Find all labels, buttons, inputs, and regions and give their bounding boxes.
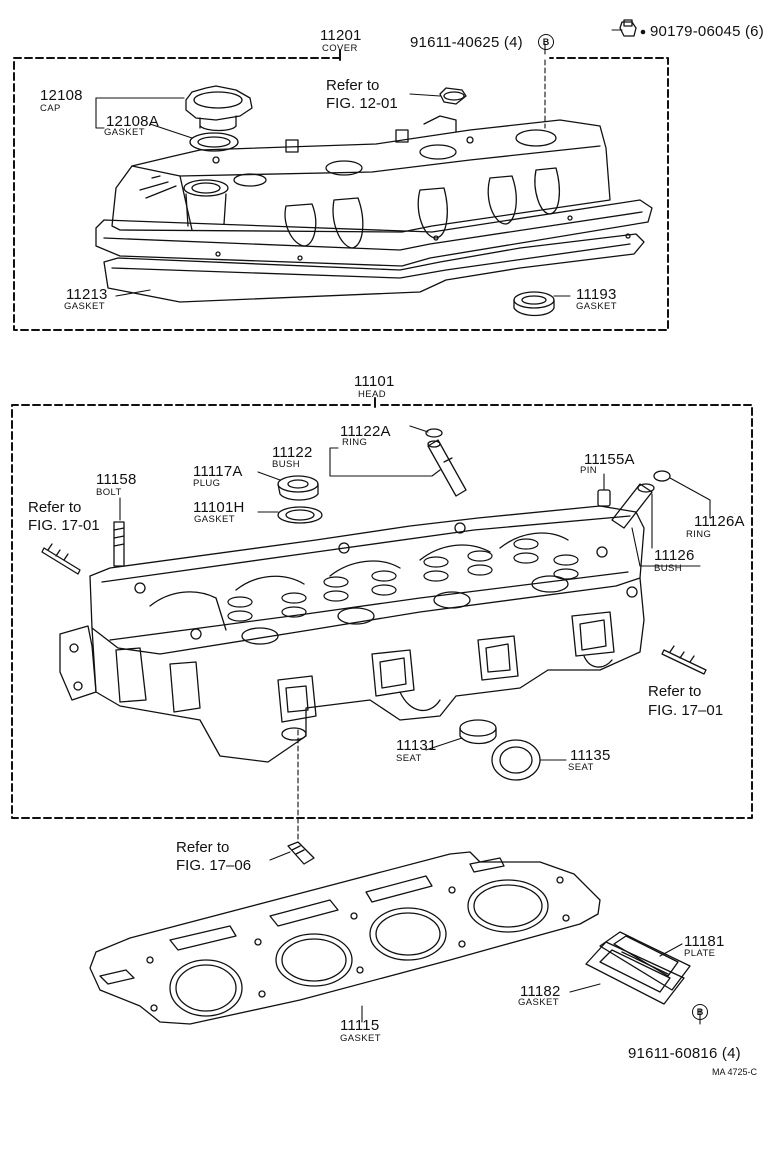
head-part-number: 11101 [354,373,395,390]
head-gasket [89,851,601,1025]
bush-11126-part-number: 11126 [654,547,695,564]
ring-11122a-part-number: 11122A [340,423,391,440]
cap-part-number: 12108 [40,87,83,104]
leader-lines [95,29,711,1025]
head-gasket-part-name: GASKET [340,1033,381,1044]
stud-left [41,543,81,575]
seat-11131 [459,719,497,745]
plug-part-name: PLUG [193,478,221,489]
cover-bolt-part-number: 91611-40625 (4) [410,34,523,51]
gasket-11101h [277,506,323,524]
seat-11131-part-number: 11131 [396,737,437,754]
head-gasket-part-number: 11115 [340,1017,380,1034]
ref-fig-17-06-line1: Refer to [176,839,230,856]
cap-gasket-part-number: 12108A [106,113,159,130]
nut-icon [619,19,646,37]
plug-part-number: 11117A [193,463,243,480]
cap-gasket-part-name: GASKET [104,127,145,138]
ref-fig-17-06-line2: FIG. 17–06 [176,857,252,874]
plug-gasket-part-name: GASKET [576,301,617,312]
bush-11122-part-name: BUSH [272,459,300,470]
drawing-code: MA 4725-C [712,1067,758,1077]
plug-tube-gasket [513,291,555,317]
ref-fig-17-01-right-line2: FIG. 17–01 [648,702,724,719]
stud-right [661,645,707,675]
plate-gasket-part-number: 11182 [520,983,561,1000]
pin-part-number: 11155A [584,451,635,468]
ref-fig-17-01-left-line2: FIG. 17-01 [28,517,100,534]
bush-11122-part-number: 11122 [272,444,313,461]
ref-fig-12-01-line2: FIG. 12-01 [326,95,398,112]
seat-11135-part-name: SEAT [568,762,594,773]
cap-part-name: CAP [40,103,61,114]
water-plate-gasket [585,941,685,1005]
ref-fig-17-01-left-line1: Refer to [28,499,82,516]
ref-fig-17-01-right-line1: Refer to [648,683,702,700]
seat-11131-part-name: SEAT [396,753,422,764]
ring-11126a [653,470,671,482]
oil-filler-cap [185,85,253,132]
head-gasket-h-part-name: GASKET [194,514,235,525]
ring-11122a [425,428,443,438]
bolt-part-name: BOLT [96,487,122,498]
cap-gasket [189,132,239,152]
seat-11135 [491,739,541,781]
head-gasket-h-part-number: 11101H [193,499,245,516]
ring-11126a-part-number: 11126A [694,513,745,530]
bush-11126-part-name: BUSH [654,563,682,574]
drain-plug [287,841,315,865]
plate-bolt-mark-b: B [692,1004,708,1020]
cover-gasket-part-name: GASKET [64,301,105,312]
bolt-11158 [113,521,125,567]
cylinder-head [59,505,645,763]
pin-11155a [597,489,611,507]
cover-bolt-mark-b: B [538,34,554,50]
bush-11126 [611,483,655,529]
cover-part-number: 11201 [320,27,362,44]
ring-11126a-part-name: RING [686,529,712,540]
water-plate [599,931,691,991]
plate-part-name: PLATE [684,948,716,959]
ref-fig-12-01-line1: Refer to [326,77,380,94]
head-group-box [11,397,753,819]
plate-part-number: 11181 [684,933,725,950]
plate-gasket-part-name: GASKET [518,997,559,1008]
cover-bolt-bosses [212,136,474,164]
plug-gasket-part-number: 11193 [576,286,617,303]
nut-part-number: 90179-06045 (6) [650,23,764,40]
seat-11135-part-number: 11135 [570,747,611,764]
valve-guide-bush [427,439,467,497]
ring-11122a-part-name: RING [342,437,368,448]
cover-part-name: COVER [322,43,358,54]
plate-bolt-part-number: 91611-60816 (4) [628,1045,741,1062]
cylinder-head-cover [95,115,653,303]
breather-part [439,87,467,105]
cover-group-box [13,49,669,331]
plug-11117a [277,475,319,501]
pin-part-name: PIN [580,465,598,476]
bolt-part-number: 11158 [96,471,137,488]
cover-gasket-part-number: 11213 [66,286,108,303]
head-part-name: HEAD [358,389,386,400]
